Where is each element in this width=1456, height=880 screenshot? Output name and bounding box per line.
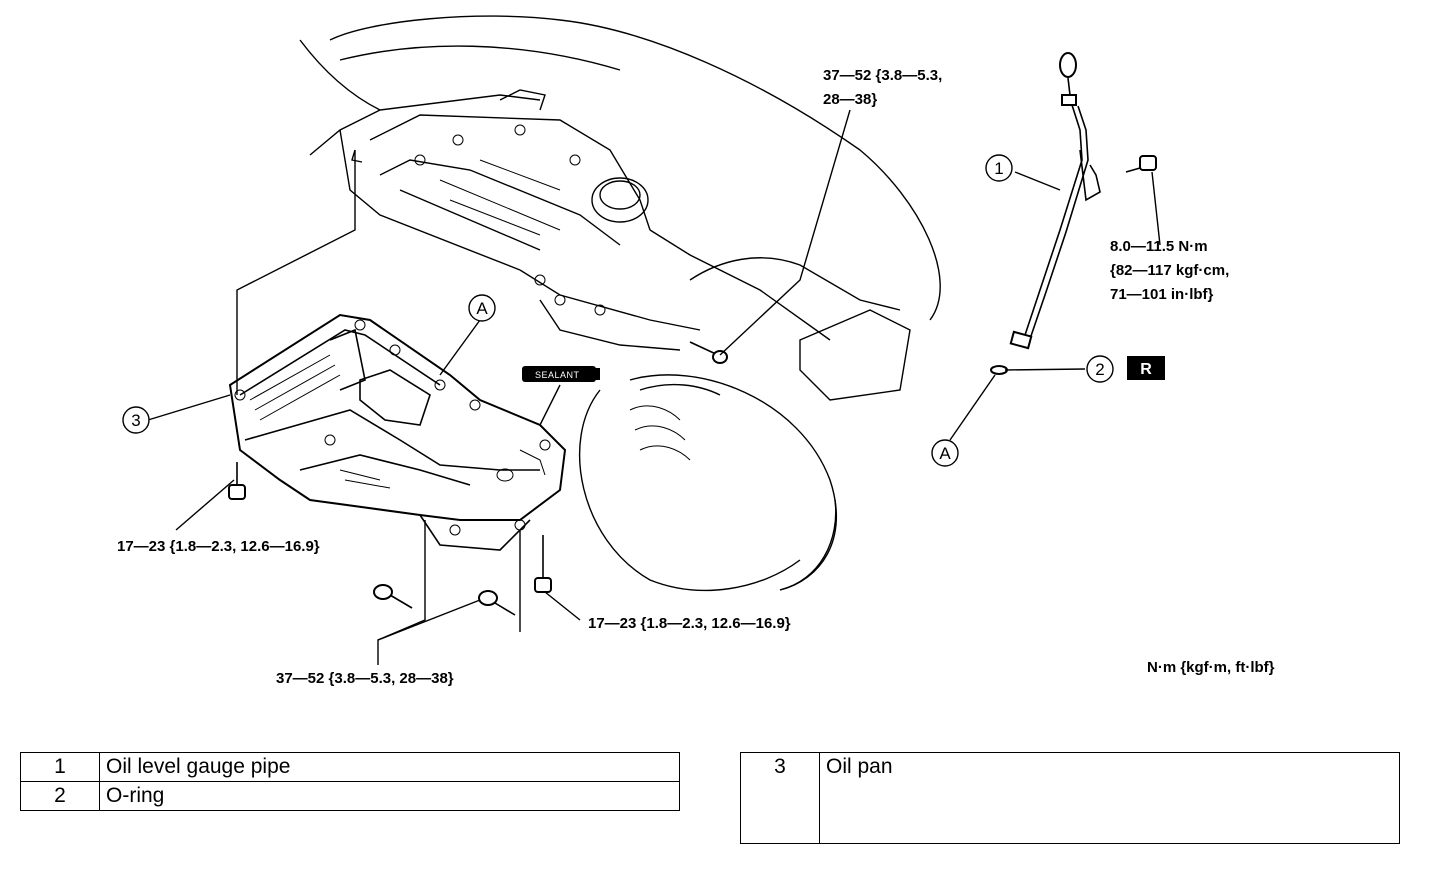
- replace-badge-label: R: [1140, 361, 1152, 378]
- torque-gauge-line2: {82—117 kgf·cm,: [1110, 262, 1229, 279]
- units-note: N·m {kgf·m, ft·lbf}: [1147, 659, 1275, 676]
- callout-2-label: 2: [1095, 360, 1104, 379]
- legend-part-name: O-ring: [99, 781, 680, 811]
- callout-1-label: 1: [994, 159, 1003, 178]
- sealant-label: SEALANT: [535, 370, 580, 380]
- torque-pan-right: 17—23 {1.8—2.3, 12.6—16.9}: [588, 615, 791, 632]
- oil-gauge-pipe-drawing: [990, 52, 1101, 375]
- exploded-view-diagram: SEALANT 1 2 3 A A R 37—52 {3.8—5.3, 28—3…: [117, 15, 1275, 687]
- pan-bolts: [228, 155, 1157, 616]
- legend-number: 3: [740, 752, 820, 844]
- torque-pan-left: 17—23 {1.8—2.3, 12.6—16.9}: [117, 538, 320, 555]
- callout-1: 1: [985, 154, 1013, 182]
- legend-row: 2 O-ring: [20, 781, 680, 811]
- legend-number: 2: [20, 781, 100, 811]
- callout-a-right-label: A: [939, 444, 951, 463]
- parts-legend-left: 1 Oil level gauge pipe 2 O-ring: [20, 752, 680, 811]
- torque-crossmember-line2: 28—38}: [823, 91, 877, 108]
- legend-part-name: Oil level gauge pipe: [99, 752, 680, 782]
- transmission-outline: [579, 257, 911, 592]
- callout-3: 3: [122, 406, 150, 434]
- legend-part-name: Oil pan: [819, 752, 1400, 844]
- torque-pan-rear: 37—52 {3.8—5.3, 28—38}: [276, 670, 454, 687]
- torque-gauge-line1: 8.0—11.5 N·m: [1110, 238, 1208, 255]
- legend-row: 3 Oil pan: [740, 752, 1400, 844]
- callout-a-top-label: A: [476, 299, 488, 318]
- callout-a-top: A: [468, 294, 496, 322]
- parts-legend-right: 3 Oil pan: [740, 752, 1400, 844]
- leader-lines: [147, 109, 1161, 665]
- torque-gauge-line3: 71—101 in·lbf}: [1110, 286, 1214, 303]
- callout-3-label: 3: [131, 411, 140, 430]
- engine-block-outline: [299, 15, 941, 351]
- legend-row: 1 Oil level gauge pipe: [20, 752, 680, 782]
- callout-2: 2: [1086, 355, 1114, 383]
- replace-badge: R: [1127, 356, 1165, 380]
- legend-number: 1: [20, 752, 100, 782]
- sealant-tube: SEALANT: [522, 366, 600, 382]
- oil-pan-drawing: [228, 313, 567, 551]
- torque-crossmember-line1: 37—52 {3.8—5.3,: [823, 67, 942, 84]
- callout-a-right: A: [931, 439, 959, 467]
